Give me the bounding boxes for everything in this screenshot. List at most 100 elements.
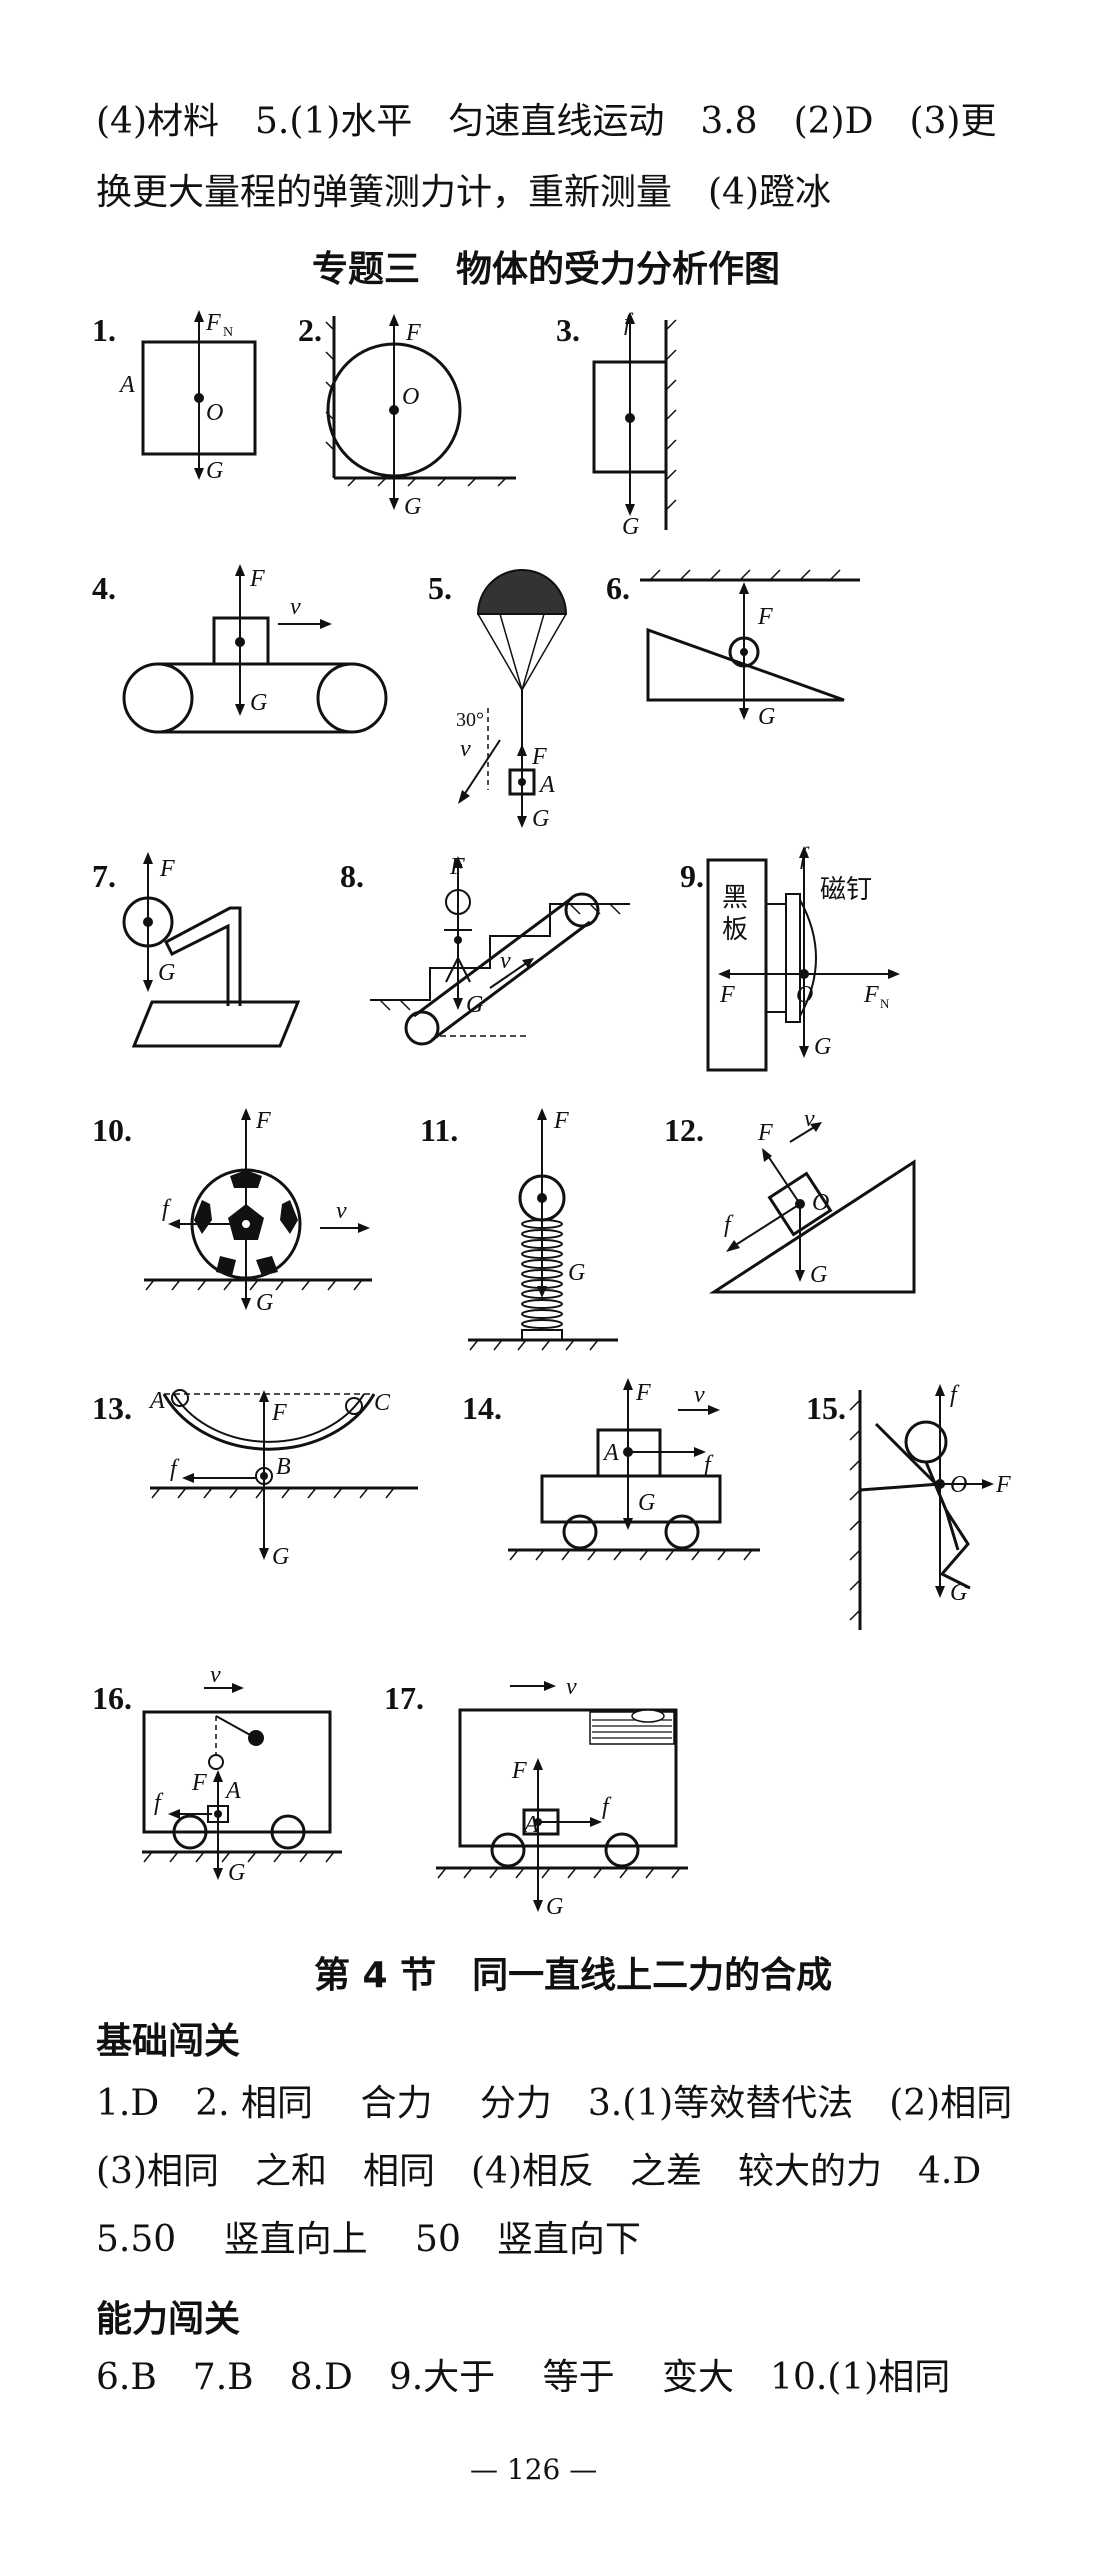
figure-number: 4. xyxy=(92,570,116,606)
figure-number: 6. xyxy=(606,570,630,606)
figure-7-lamp-on-stand: F G xyxy=(122,852,301,1048)
svg-text:A: A xyxy=(522,1812,539,1838)
figure-number: 14. xyxy=(462,1390,502,1426)
figure-number: 16. xyxy=(92,1680,132,1716)
figure-2-ball-in-corner: F O G xyxy=(325,314,516,520)
svg-text:F: F xyxy=(553,1108,569,1134)
svg-text:f: f xyxy=(602,1794,612,1820)
svg-text:G: G xyxy=(206,458,223,484)
svg-text:F: F xyxy=(863,982,879,1008)
svg-text:f: f xyxy=(704,1452,714,1478)
figure-number: 17. xyxy=(384,1680,424,1716)
svg-text:G: G xyxy=(250,690,267,716)
figure-15-climber-on-wall: f O F G xyxy=(849,1382,1011,1630)
svg-text:A: A xyxy=(148,1388,165,1414)
svg-text:F: F xyxy=(719,982,735,1008)
figure-8-escalator: F v G xyxy=(370,854,630,1046)
figure-number: 1. xyxy=(92,312,116,348)
svg-text:G: G xyxy=(638,1490,655,1516)
svg-text:f: f xyxy=(624,310,634,336)
figure-number: 8. xyxy=(340,858,364,894)
svg-text:G: G xyxy=(950,1580,967,1606)
ability-title: 能力闯关 xyxy=(96,2299,241,2340)
page-number: — 126 — xyxy=(470,2453,598,2486)
svg-text:v: v xyxy=(804,1106,815,1132)
svg-text:F: F xyxy=(271,1400,287,1426)
svg-text:F: F xyxy=(255,1108,271,1134)
svg-text:板: 板 xyxy=(722,915,748,945)
svg-text:G: G xyxy=(466,992,483,1018)
svg-text:F: F xyxy=(757,604,773,630)
svg-text:G: G xyxy=(532,806,549,832)
svg-text:G: G xyxy=(622,514,639,540)
figure-1-box-forces: F N A O G xyxy=(118,310,257,484)
svg-text:F: F xyxy=(249,566,265,592)
svg-text:G: G xyxy=(758,704,775,730)
section-title: 第 4 节 同一直线上二力的合成 xyxy=(314,1955,833,1996)
figure-9-magnet-on-blackboard: f 黑 板 磁钉 F O F N G xyxy=(706,844,900,1072)
svg-text:G: G xyxy=(810,1262,827,1288)
svg-text:G: G xyxy=(272,1544,289,1570)
svg-text:N: N xyxy=(223,325,233,340)
svg-text:A: A xyxy=(118,372,135,398)
svg-text:v: v xyxy=(566,1674,577,1700)
answer-line-1: (4)材料 5.(1)水平 匀速直线运动 3.8 (2)D (3)更 xyxy=(96,101,997,142)
svg-text:F: F xyxy=(159,856,175,882)
answer-line-2: 换更大量程的弹簧测力计，重新测量 (4)蹬冰 xyxy=(96,172,831,213)
svg-text:F: F xyxy=(995,1472,1011,1498)
svg-text:v: v xyxy=(290,594,301,620)
figure-10-football: F f v G xyxy=(144,1108,372,1316)
svg-text:B: B xyxy=(276,1454,291,1480)
svg-text:G: G xyxy=(568,1260,585,1286)
topic-title: 专题三 物体的受力分析作图 xyxy=(312,249,781,290)
svg-text:f: f xyxy=(162,1196,172,1222)
basic-answers-line-1: 1.D 2. 相同 合力 分力 3.(1)等效替代法 (2)相同 xyxy=(96,2083,1013,2124)
svg-text:30°: 30° xyxy=(456,709,484,731)
svg-text:黑: 黑 xyxy=(722,883,748,913)
svg-text:f: f xyxy=(170,1456,180,1482)
figure-number: 5. xyxy=(428,570,452,606)
figure-17-water-tank-cart: v F A f G xyxy=(436,1674,688,1920)
figure-12-block-on-slope: F v O f G xyxy=(708,1106,916,1294)
figure-number: 7. xyxy=(92,858,116,894)
figure-16-cart-with-pendulum: v F A f G xyxy=(142,1662,342,1886)
svg-text:F: F xyxy=(405,320,421,346)
svg-text:f: f xyxy=(800,844,810,870)
figure-6-ball-on-incline: F G xyxy=(640,569,860,730)
svg-text:v: v xyxy=(210,1662,221,1688)
ability-answers-line-1: 6.B 7.B 8.D 9.大于 等于 变大 10.(1)相同 xyxy=(96,2357,951,2398)
label-F: F xyxy=(205,310,221,336)
figure-number: 9. xyxy=(680,858,704,894)
svg-text:F: F xyxy=(511,1758,527,1784)
svg-text:F: F xyxy=(191,1770,207,1796)
svg-text:O: O xyxy=(812,1190,829,1216)
basic-answers-line-2: (3)相同 之和 相同 (4)相反 之差 较大的力 4.D xyxy=(96,2151,982,2192)
svg-text:A: A xyxy=(224,1778,241,1804)
figure-13-bowl-track: A F C B f G xyxy=(148,1388,418,1570)
figure-14-cart-with-block: F v A f G xyxy=(508,1378,760,1561)
svg-text:G: G xyxy=(256,1290,273,1316)
svg-text:f: f xyxy=(724,1212,734,1238)
svg-text:O: O xyxy=(796,982,813,1008)
figure-3-block-on-wall: f G xyxy=(592,310,677,540)
svg-text:N: N xyxy=(880,996,890,1011)
svg-text:F: F xyxy=(449,854,465,880)
svg-text:v: v xyxy=(460,736,471,762)
figure-number: 3. xyxy=(556,312,580,348)
svg-text:v: v xyxy=(500,948,511,974)
basic-title: 基础闯关 xyxy=(96,2021,241,2062)
figure-11-ball-on-spring: F G xyxy=(468,1108,618,1351)
figure-number: 11. xyxy=(420,1112,459,1148)
figure-number: 10. xyxy=(92,1112,132,1148)
svg-text:F: F xyxy=(635,1380,651,1406)
figure-4-conveyor: F v G xyxy=(122,564,388,734)
svg-text:O: O xyxy=(402,384,419,410)
figure-number: 13. xyxy=(92,1390,132,1426)
svg-text:O: O xyxy=(206,400,223,426)
svg-text:G: G xyxy=(404,494,421,520)
svg-text:v: v xyxy=(336,1198,347,1224)
figure-number: 15. xyxy=(806,1390,846,1426)
svg-text:A: A xyxy=(538,772,555,798)
svg-text:O: O xyxy=(950,1472,967,1498)
svg-text:F: F xyxy=(757,1120,773,1146)
